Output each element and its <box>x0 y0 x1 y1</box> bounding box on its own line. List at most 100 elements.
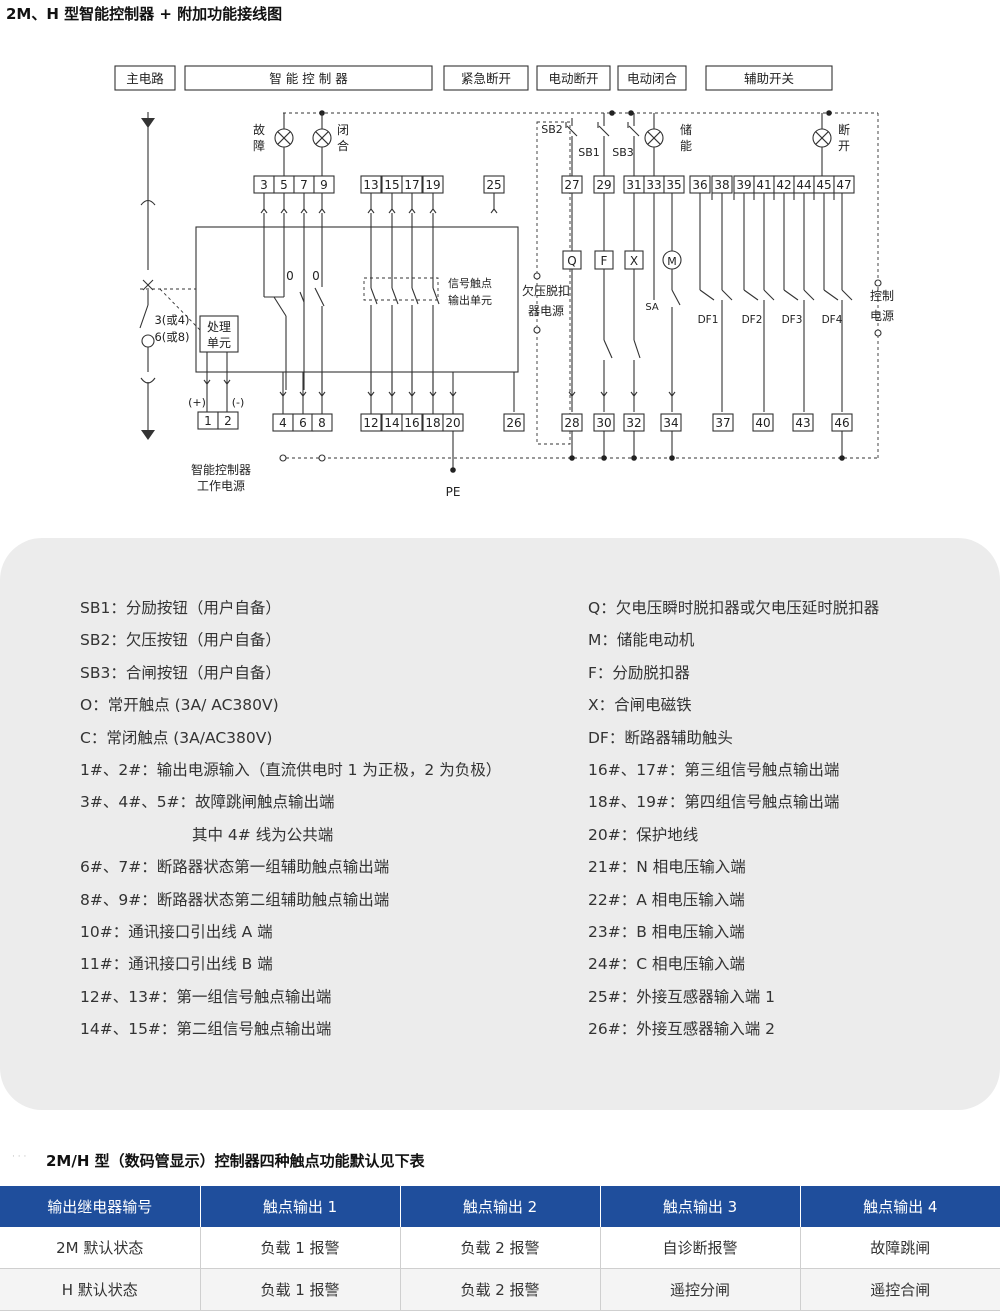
terminal-number: 8 <box>318 416 326 430</box>
contact <box>743 289 759 301</box>
junction-dot <box>669 455 675 461</box>
decorative-dots: · · · <box>12 1152 27 1162</box>
arrow <box>429 208 434 214</box>
ct-icon <box>141 334 155 348</box>
contact <box>823 289 839 301</box>
breaker-cross <box>142 279 154 291</box>
polarity-label: (-) <box>232 396 245 409</box>
legend-item: M：储能电动机 <box>588 631 695 650</box>
wiring-diagram: 主电路智 能 控 制 器紧急断开电动断开电动闭合辅助开关故障闭合储能断开SB2S… <box>114 65 894 499</box>
arrow <box>432 208 437 214</box>
junction-dot <box>601 455 607 461</box>
q-coil-icon-label: Q <box>567 254 576 268</box>
legend-item: 26#：外接互感器输入端 2 <box>588 1020 775 1039</box>
df-label: DF4 <box>822 314 843 326</box>
section-label: 主电路 <box>126 71 164 86</box>
arrow <box>603 391 608 397</box>
contact <box>391 287 399 305</box>
controller-box <box>195 226 519 373</box>
lamp-label: 储 <box>680 122 692 137</box>
arrow <box>370 208 375 214</box>
df-label: DF2 <box>742 314 763 326</box>
legend-item: SB1：分励按钮（用户自备） <box>80 599 281 617</box>
legend-item: O：常开触点 (3A/ AC380V) <box>80 696 279 715</box>
no-contact-label: 0 <box>312 269 320 283</box>
arrow <box>321 208 326 214</box>
legend-item: 10#：通讯接口引出线 A 端 <box>80 922 273 941</box>
arrow <box>668 391 673 397</box>
section-box <box>184 65 433 91</box>
junction-dot <box>609 110 615 116</box>
lamp-label: 断 <box>838 122 850 137</box>
legend-item: F：分励脱扣器 <box>588 663 690 682</box>
sb1-label: SB1 <box>578 146 600 159</box>
sb2-label: SB2 <box>541 123 563 136</box>
arrow <box>630 391 635 397</box>
terminal-number: 28 <box>564 416 579 430</box>
contact <box>633 339 641 359</box>
arrow <box>318 391 323 397</box>
terminal-number: 38 <box>714 178 729 192</box>
terminal-number: 35 <box>666 178 681 192</box>
lamp-cross <box>315 131 329 145</box>
control-power-label: 电源 <box>870 309 894 323</box>
junction-dot <box>839 455 845 461</box>
arrow <box>303 208 308 214</box>
contact <box>370 287 378 305</box>
contact <box>603 339 613 359</box>
table-cell: 负载 1 报警 <box>200 1268 401 1311</box>
terminal-ring <box>874 279 882 287</box>
lamp-cross <box>647 131 661 145</box>
controller-power-label: 智能控制器 <box>191 462 251 477</box>
legend-item: 22#：A 相电压输入端 <box>588 890 745 909</box>
table-header-cell: 触点输出 1 <box>200 1186 401 1227</box>
section-box <box>114 65 176 91</box>
legend-item: X：合闸电磁铁 <box>588 696 692 715</box>
section-label: 紧急断开 <box>461 71 511 86</box>
lamp-label: 闭 <box>337 123 349 137</box>
section-box <box>617 65 687 91</box>
legend-panel: SB1：分励按钮（用户自备） SB2：欠压按钮（用户自备） SB3：合闸按钮（用… <box>0 538 1000 1110</box>
bottom-terminal <box>503 413 525 432</box>
arrow <box>490 208 495 214</box>
terminal-ring <box>533 326 541 334</box>
button-contact <box>628 125 640 137</box>
terminal-number: 15 <box>384 178 399 192</box>
terminal-number: 45 <box>816 178 831 192</box>
bottom-terminal <box>792 413 814 432</box>
table-row: H 默认状态 负载 1 报警 负载 2 报警 遥控分闸 遥控合闸 <box>0 1268 1000 1311</box>
terminal-ring <box>874 329 882 337</box>
terminal-number: 14 <box>384 416 399 430</box>
arrow <box>411 208 416 214</box>
terminal-number: 12 <box>363 416 378 430</box>
arrow <box>600 391 605 397</box>
ct-note-label: 3(或4) <box>154 313 189 327</box>
legend-item: SB3：合闸按钮（用户自备） <box>80 663 281 682</box>
processing-unit-label: 处理 <box>207 320 231 334</box>
legend-item: 6#、7#：断路器状态第一组辅助触点输出端 <box>80 858 390 877</box>
terminal-number: 36 <box>692 178 707 192</box>
terminal-number: 20 <box>445 416 460 430</box>
table-cell: 负载 2 报警 <box>400 1227 601 1269</box>
contact <box>699 289 715 301</box>
arrow <box>321 391 326 397</box>
terminal-number: 5 <box>280 178 288 192</box>
terminal-number: 3 <box>260 178 268 192</box>
table-header-row: 输出继电器输号 触点输出 1 触点输出 2 触点输出 3 触点输出 4 <box>0 1186 1000 1227</box>
terminal-number: 34 <box>663 416 678 430</box>
terminal-number: 6 <box>299 416 307 430</box>
arrow <box>299 391 304 397</box>
section-label: 电动闭合 <box>627 71 678 86</box>
f-coil-icon-label: F <box>601 254 608 268</box>
breaker-arc <box>140 199 156 206</box>
junction-dot <box>631 455 637 461</box>
table-cell: 自诊断报警 <box>600 1227 801 1269</box>
signal-unit-label: 输出单元 <box>448 293 492 307</box>
arrow-down-icon <box>141 430 155 440</box>
terminal-number: 47 <box>836 178 851 192</box>
legend-item: 14#、15#：第二组信号触点输出端 <box>80 1020 332 1039</box>
legend-item: Q：欠电压瞬时脱扣器或欠电压延时脱扣器 <box>588 599 880 617</box>
polarity-label: (+) <box>188 396 206 409</box>
arrow <box>226 379 231 385</box>
legend-item: 20#：保护地线 <box>588 825 699 844</box>
